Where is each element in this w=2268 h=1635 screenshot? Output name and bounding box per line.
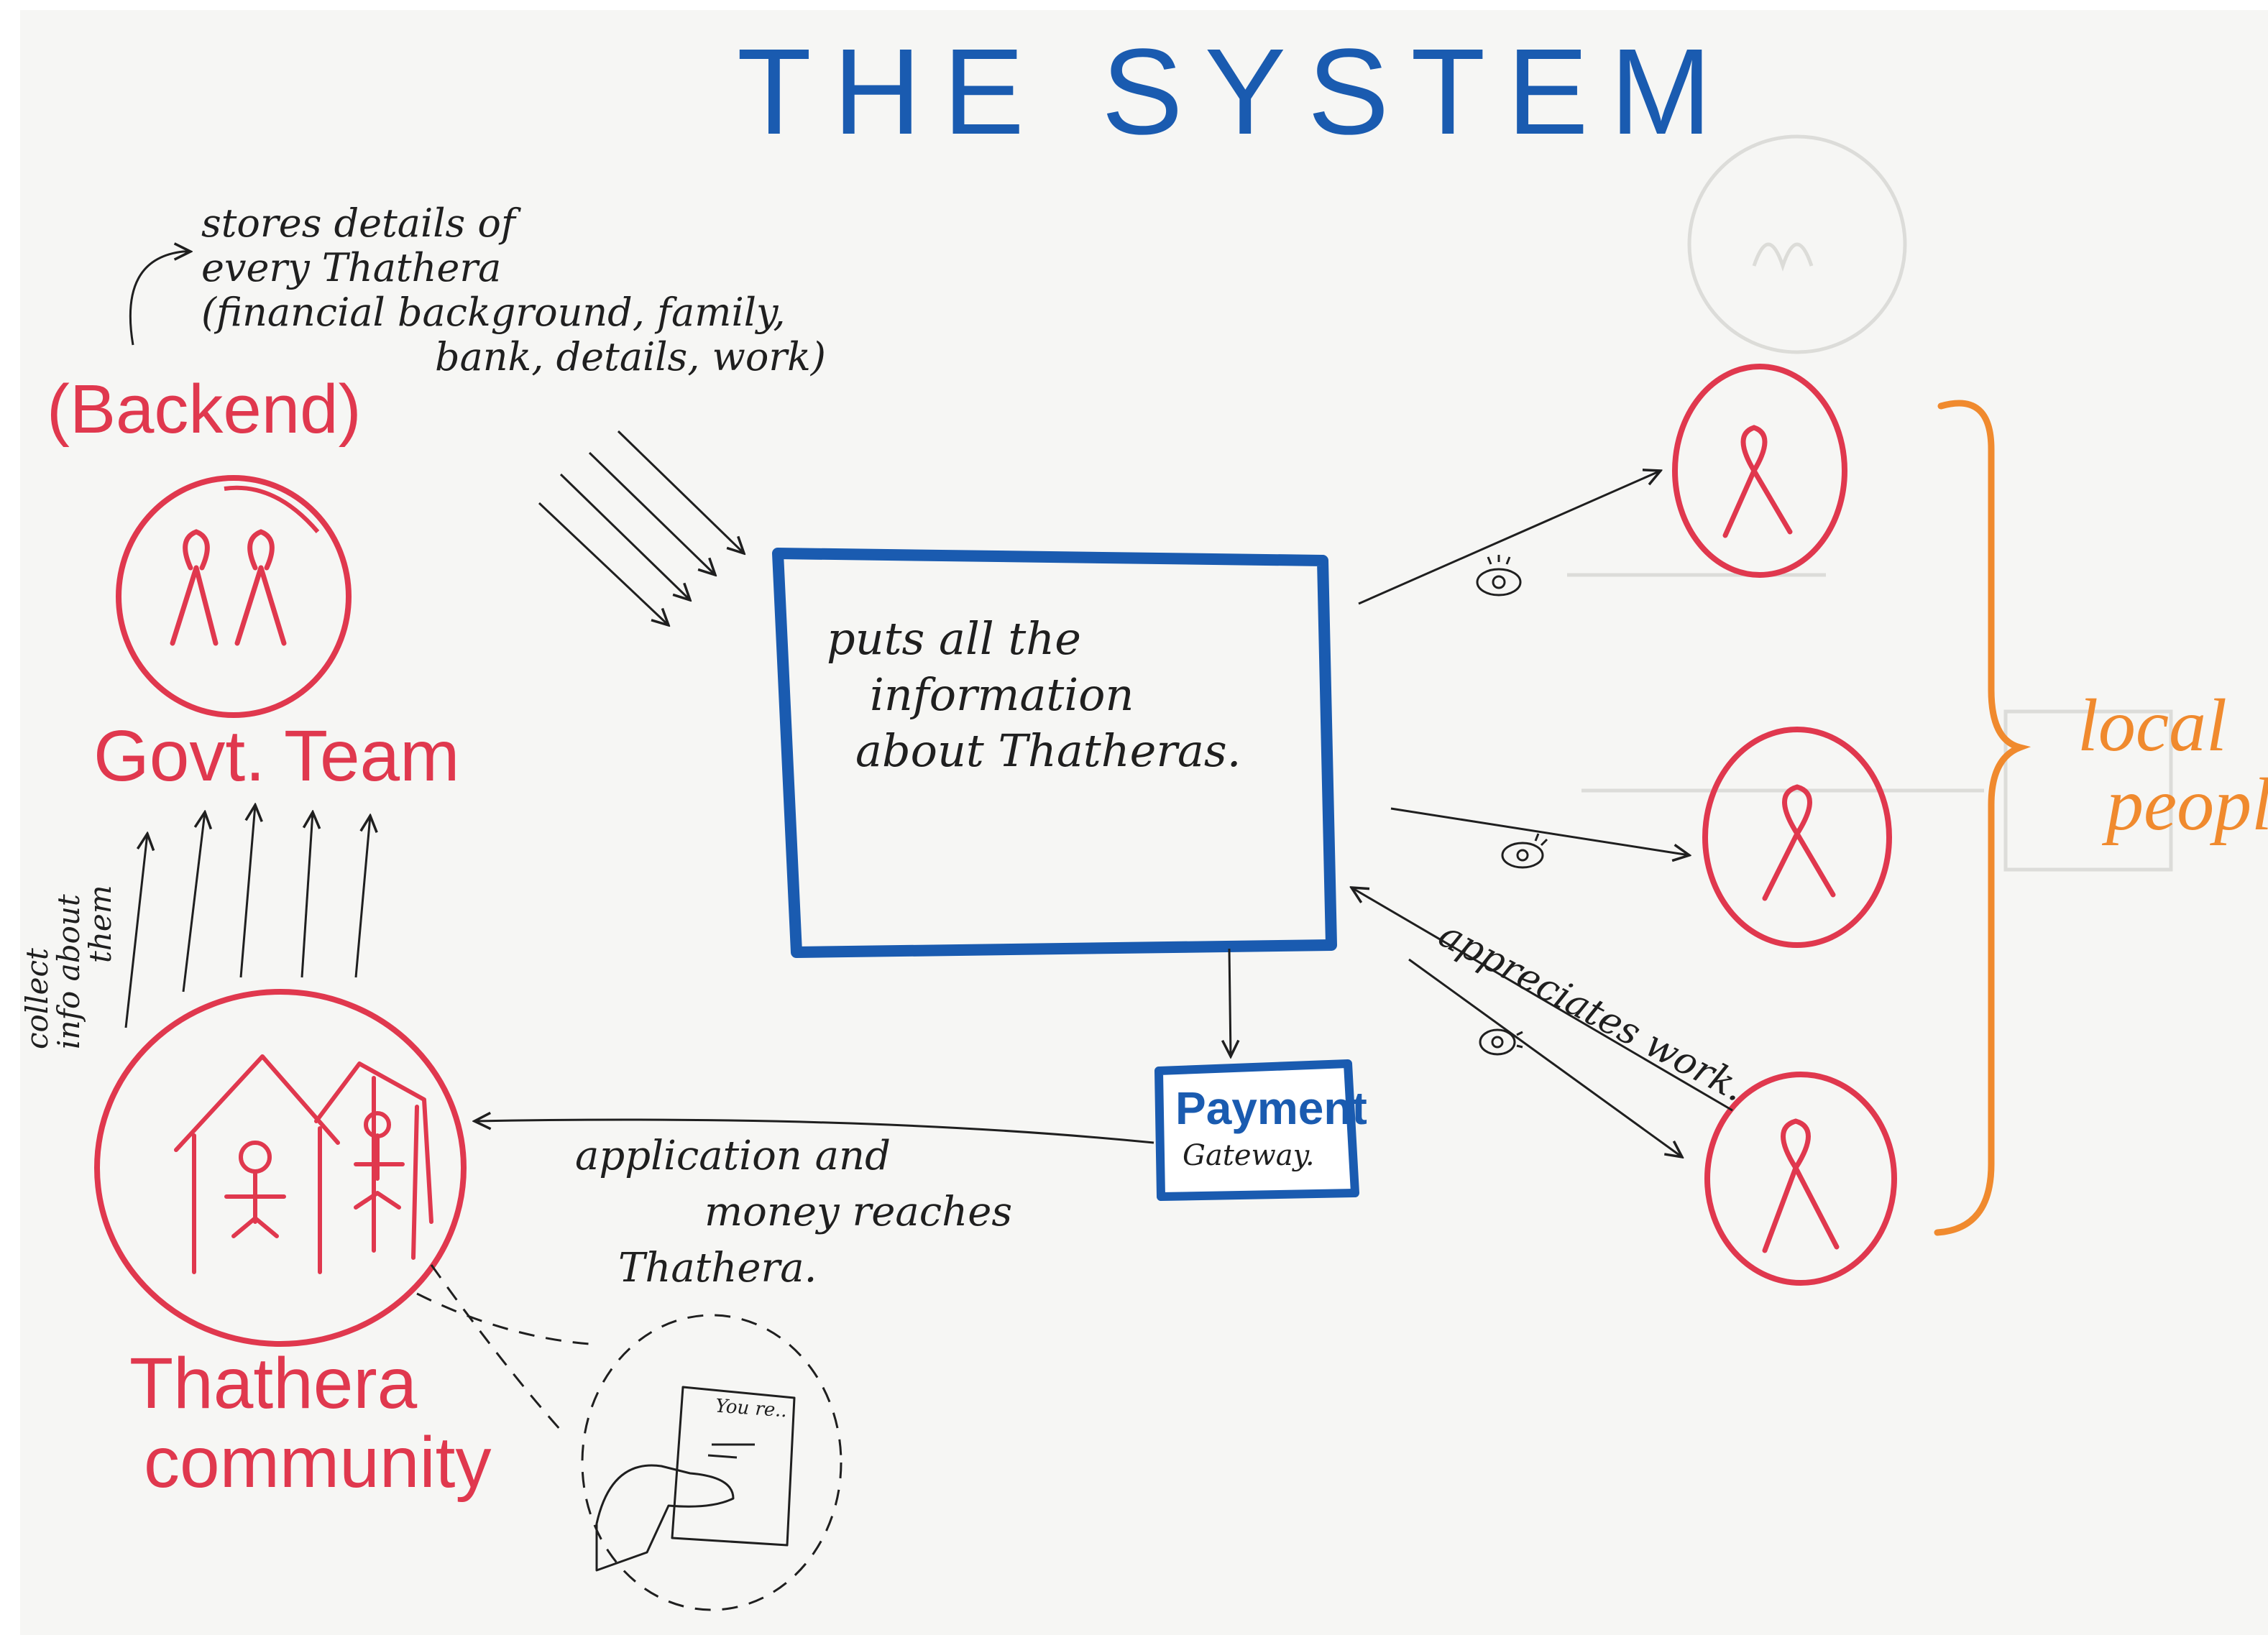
eye-icon [1476, 555, 1548, 1056]
backend-note: stores details of every Thathera (financ… [201, 201, 826, 379]
money-to-community-arrow [474, 1120, 1154, 1144]
information-line: information [870, 668, 1134, 721]
community-label: Thathera community [129, 1344, 491, 1502]
local-people-label: local people [2078, 686, 2268, 844]
information-box-text: puts all the information about Thatheras… [827, 611, 1241, 779]
view-arrows [1358, 471, 1689, 1157]
community-line: Thathera [129, 1343, 418, 1424]
phone-bubble [416, 1264, 843, 1611]
appreciates-arrow [1351, 888, 1733, 1112]
local-person-2 [1702, 727, 1892, 948]
govt-team-circle [116, 475, 352, 718]
backend-note-line: stores details of [201, 201, 515, 246]
payment-title: Payment [1175, 1082, 1367, 1134]
ghost-marks [1567, 134, 2173, 872]
local-people-line: people [2106, 763, 2268, 846]
application-line: money reaches [704, 1189, 1013, 1235]
community-line: community [144, 1422, 492, 1503]
local-people-brace [1934, 400, 2031, 1236]
application-line: application and [575, 1133, 891, 1179]
backend-note-line: bank, details, work) [435, 334, 826, 379]
backend-label: (Backend) [47, 371, 362, 448]
payment-subtitle: Gateway. [1183, 1139, 1315, 1172]
people-icon [170, 529, 287, 646]
collect-info-arrows [124, 805, 370, 1028]
person-icon [1722, 425, 1793, 538]
collect-info-line: info about [51, 894, 86, 1049]
note-pointer-arrow [129, 252, 190, 346]
local-people-line: local [2078, 684, 2227, 767]
information-line: puts all the [827, 612, 1081, 665]
local-person-1 [1672, 364, 1847, 578]
backend-data-arrows [538, 430, 744, 625]
phone-icon [595, 1386, 796, 1572]
collect-info-line: them [83, 885, 118, 963]
page-title: THE SYSTEM [737, 24, 1734, 160]
application-note: application and money reaches Thathera. [575, 1128, 1012, 1297]
payment-gateway-box [1154, 1059, 1359, 1201]
application-line: Thathera. [618, 1245, 817, 1291]
paper-background [20, 10, 2268, 1635]
collect-info-line: collect [19, 948, 55, 1049]
local-person-3 [1704, 1072, 1897, 1286]
information-line: about Thatheras. [855, 724, 1241, 777]
govt-team-label: Govt. Team [93, 716, 460, 796]
backend-note-line: (financial background, family, [201, 290, 786, 335]
backend-note-line: every Thathera [201, 245, 502, 290]
collect-info-note: collect info about them [19, 885, 118, 1049]
community-circle [94, 989, 467, 1347]
house-icon [174, 1054, 433, 1274]
box-to-payment-arrow [1229, 948, 1231, 1056]
information-box [772, 548, 1337, 958]
